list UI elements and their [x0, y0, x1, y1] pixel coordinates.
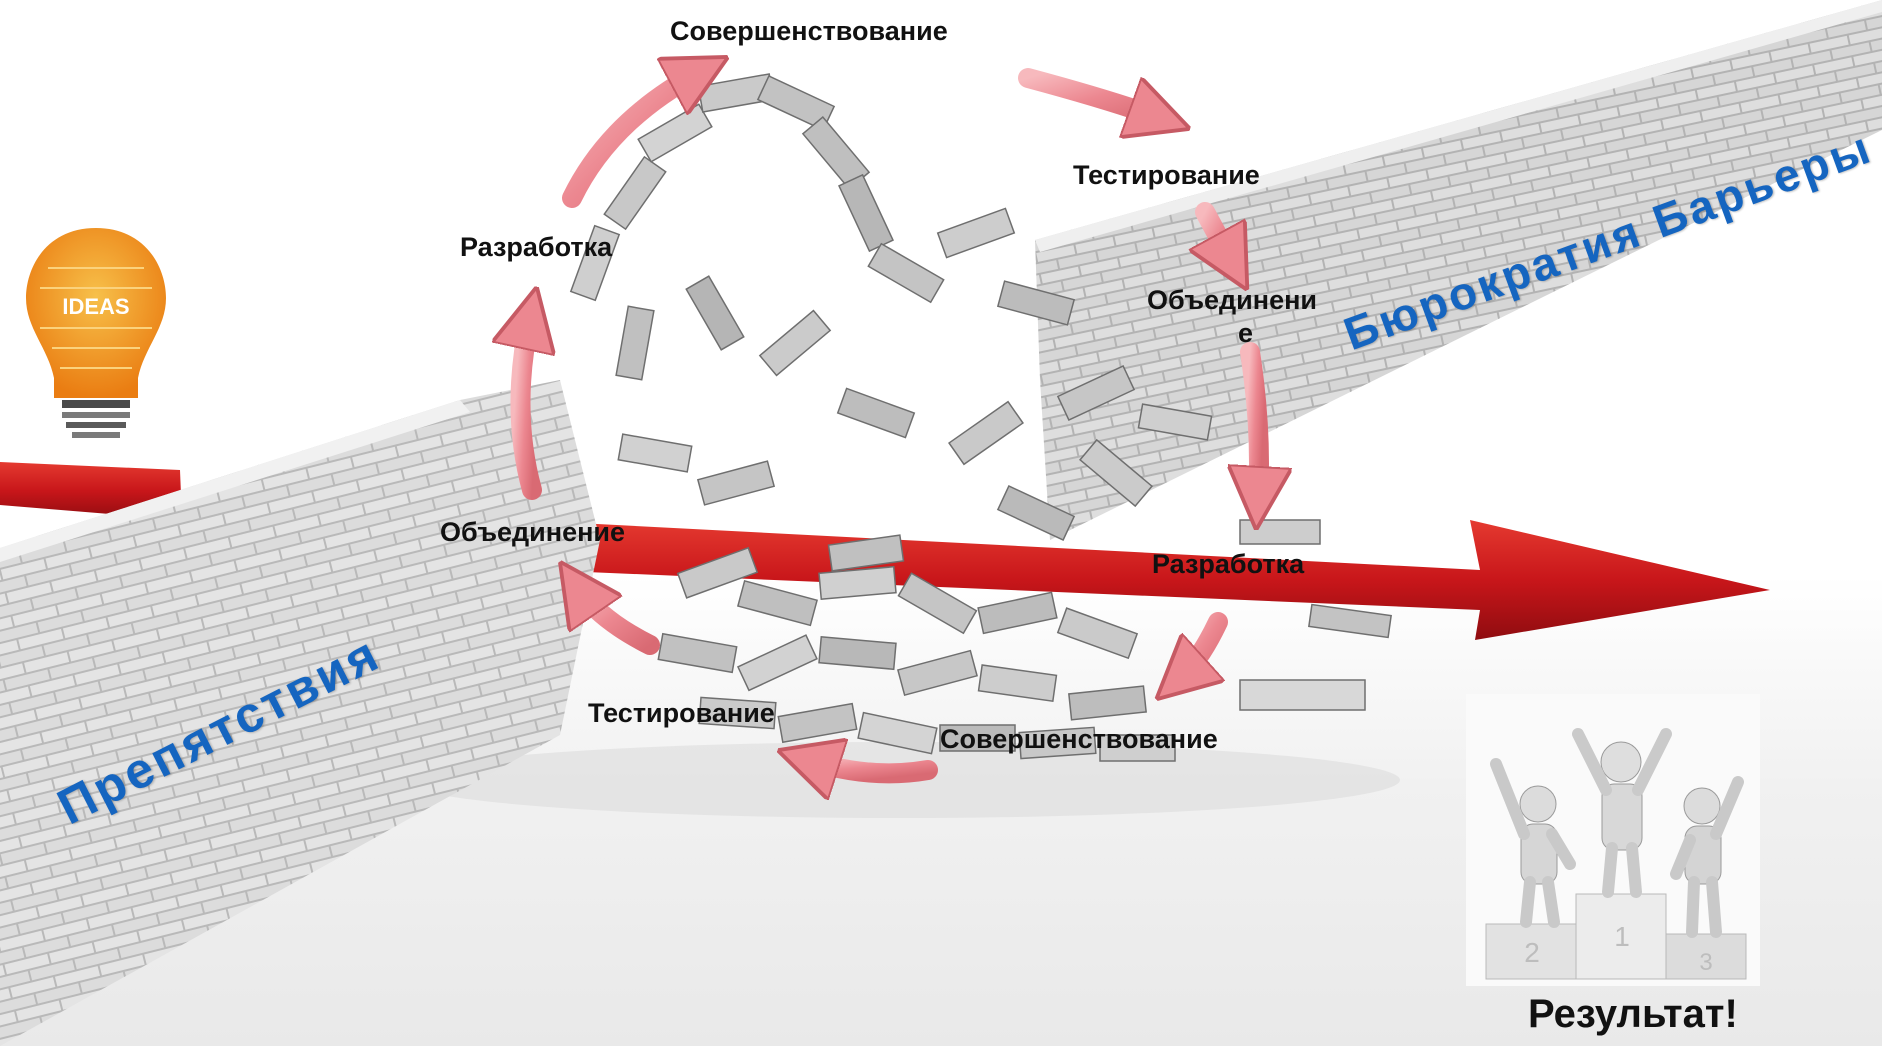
podium-num-1: 1	[1614, 921, 1630, 952]
label-top-testirovanie: Тестирование	[1073, 162, 1260, 189]
cycle-arrow-3	[1250, 352, 1259, 498]
cycle-arrow-4	[1180, 622, 1218, 678]
podium-num-3: 3	[1699, 949, 1712, 976]
label-lower-testirovanie: Тестирование	[588, 700, 775, 727]
cycle-arrow-1	[1028, 78, 1160, 118]
podium-num-2: 2	[1524, 937, 1540, 968]
label-lower-sovershenstvovanie: Совершенствование	[940, 726, 1218, 753]
label-right-obedinenie-2: е	[1238, 320, 1253, 347]
label-lower-razrabotka: Разработка	[1152, 551, 1304, 578]
podium-illustration: 2 1 3	[1466, 694, 1760, 986]
cycle-arrow-6	[578, 588, 650, 645]
label-right-obedinenie-1: Объединени	[1147, 287, 1317, 314]
bulb-label: IDEAS	[62, 294, 129, 319]
cycle-arrow-7	[520, 318, 532, 490]
result-label: Результат!	[1528, 992, 1738, 1037]
label-left-obedinenie: Объединение	[440, 519, 625, 546]
label-top-sovershenstvovanie: Совершенствование	[670, 18, 948, 45]
label-upper-razrabotka: Разработка	[460, 234, 612, 261]
ideas-bulb-icon: IDEAS	[26, 228, 166, 438]
